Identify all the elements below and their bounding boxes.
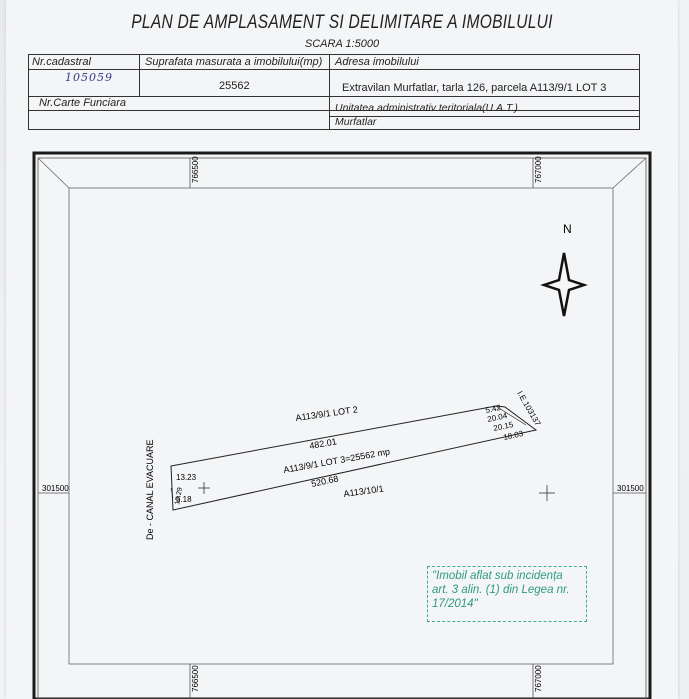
grid-label-right: 301500 bbox=[617, 484, 644, 493]
legal-stamp: "Imobil aflat sub incidența art. 3 alin.… bbox=[427, 566, 587, 622]
outer-frame bbox=[32, 151, 652, 699]
ie-label: I.E.103137 bbox=[515, 390, 542, 428]
stamp-line: art. 3 alin. (1) din Legea nr. bbox=[432, 584, 570, 596]
corner-line bbox=[612, 157, 647, 189]
grid-cross-marker bbox=[198, 482, 210, 494]
parcel-outline bbox=[170, 405, 538, 511]
north-arrow-icon bbox=[540, 252, 588, 317]
length-left-mid: 10.29 bbox=[174, 487, 184, 506]
length-right-3: 20.15 bbox=[493, 420, 515, 433]
scale-label: SCARA 1:5000 bbox=[304, 38, 380, 50]
parcel-south-label: A113/10/1 bbox=[343, 483, 384, 499]
nr-cadastral-label: Nr.cadastral bbox=[32, 56, 91, 68]
length-left-top: 13.23 bbox=[176, 473, 197, 482]
length-left-bottom: 5.18 bbox=[176, 495, 192, 504]
header-col-line bbox=[139, 55, 140, 96]
document-title: PLAN DE AMPLASAMENT SI DELIMITARE A IMOB… bbox=[131, 12, 553, 33]
carte-funciara-label: Nr.Carte Funciara bbox=[39, 97, 127, 109]
adresa-value: Extravilan Murfatlar, tarla 126, parcela… bbox=[342, 82, 607, 94]
header-table: Nr.cadastral 105059 Suprafata masurata a… bbox=[28, 54, 640, 130]
uat-label: Unitatea administrativ teritoriala(U.A.T… bbox=[335, 102, 518, 114]
header-row-line bbox=[29, 69, 639, 70]
stamp-line: 17/2014" bbox=[432, 598, 478, 610]
suprafata-label: Suprafata masurata a imobilului(mp) bbox=[145, 56, 323, 68]
header-row-line bbox=[329, 116, 639, 117]
canal-label: De - CANAL EVACUARE bbox=[145, 439, 155, 540]
parcel-inner-segment bbox=[495, 405, 527, 426]
header-row-line bbox=[29, 110, 639, 111]
stamp-line: "Imobil aflat sub incidența bbox=[432, 570, 563, 582]
north-label: N bbox=[563, 222, 572, 236]
grid-label-left: 301500 bbox=[42, 484, 69, 493]
header-col-line bbox=[329, 55, 330, 129]
inner-frame bbox=[37, 157, 647, 699]
corner-line bbox=[37, 157, 70, 189]
parcel-main-label: A113/9/1 LOT 3=25562 mp bbox=[283, 446, 391, 475]
length-right-4: 18.03 bbox=[503, 429, 525, 442]
cadastral-map: 766500 767000 766500 767000 301500 30150… bbox=[32, 151, 652, 699]
grid-label-bottom-left: 766500 bbox=[191, 665, 200, 692]
document-sheet: PLAN DE AMPLASAMENT SI DELIMITARE A IMOB… bbox=[6, 0, 678, 699]
length-right-1: 5.42 bbox=[485, 403, 503, 415]
header-row-line bbox=[29, 96, 639, 97]
nr-cadastral-value: 105059 bbox=[65, 71, 113, 84]
adresa-label: Adresa imobilului bbox=[335, 56, 419, 68]
grid-label-bottom-right: 767000 bbox=[534, 665, 543, 692]
map-frame bbox=[68, 187, 614, 665]
grid-cross-marker bbox=[539, 485, 555, 501]
uat-value: Murfatlar bbox=[335, 116, 377, 128]
length-right-2: 20.04 bbox=[487, 411, 509, 424]
grid-label-top-left: 766500 bbox=[191, 156, 200, 183]
parcel-inner-segment bbox=[170, 487, 174, 499]
grid-label-top-right: 767000 bbox=[534, 156, 543, 183]
parcel-north-label: A113/9/1 LOT 2 bbox=[295, 404, 359, 423]
length-bottom: 520.68 bbox=[310, 473, 339, 489]
length-top: 482.01 bbox=[309, 436, 338, 451]
suprafata-value: 25562 bbox=[219, 80, 250, 92]
